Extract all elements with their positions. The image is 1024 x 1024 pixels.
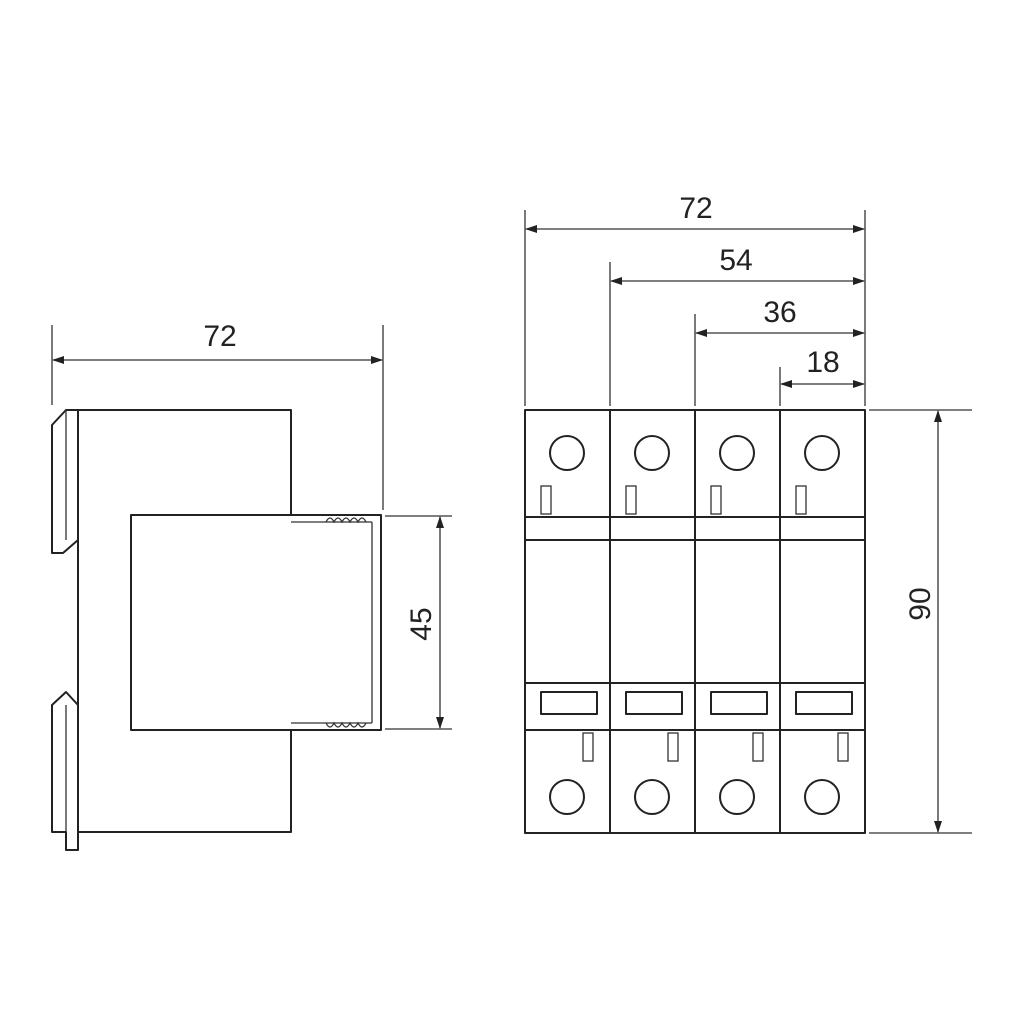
module-2: [625, 435, 683, 815]
din-clip-bottom: [51, 691, 79, 851]
side-height-label: 45: [405, 607, 438, 640]
front-width-label-36: 36: [763, 296, 796, 329]
indicator-slot-top: [710, 485, 722, 515]
front-width-label-72: 72: [679, 192, 712, 225]
side-view: 72 45: [51, 320, 452, 851]
terminal-screw-top: [719, 435, 755, 471]
indicator-slot-bottom: [752, 732, 764, 762]
side-housing: [77, 409, 292, 833]
status-window: [795, 691, 853, 715]
status-window: [625, 691, 683, 715]
indicator-slot-top: [795, 485, 807, 515]
terminal-screw-bottom: [634, 779, 670, 815]
side-width-label: 72: [203, 320, 236, 353]
status-window: [540, 691, 598, 715]
terminal-screw-bottom: [719, 779, 755, 815]
status-window: [710, 691, 768, 715]
front-width-label-18: 18: [806, 346, 839, 379]
indicator-slot-bottom: [667, 732, 679, 762]
module-3: [710, 435, 768, 815]
module-4: [795, 435, 853, 815]
grip-ridges-top: [325, 517, 367, 524]
terminal-screw-bottom: [804, 779, 840, 815]
front-height-label: 90: [904, 587, 937, 620]
terminal-screw-top: [804, 435, 840, 471]
grip-ridges-bottom: [325, 721, 367, 728]
plug-module-front: [291, 514, 382, 731]
indicator-slot-top: [625, 485, 637, 515]
module-1: [540, 435, 598, 815]
terminal-screw-bottom: [549, 779, 585, 815]
indicator-slot-bottom: [837, 732, 849, 762]
din-clip-top: [51, 409, 79, 554]
indicator-slot-bottom: [582, 732, 594, 762]
indicator-slot-top: [540, 485, 552, 515]
front-view: 72 54 36 18 90: [524, 192, 972, 834]
front-width-label-54: 54: [719, 244, 752, 277]
terminal-screw-top: [634, 435, 670, 471]
terminal-screw-top: [549, 435, 585, 471]
